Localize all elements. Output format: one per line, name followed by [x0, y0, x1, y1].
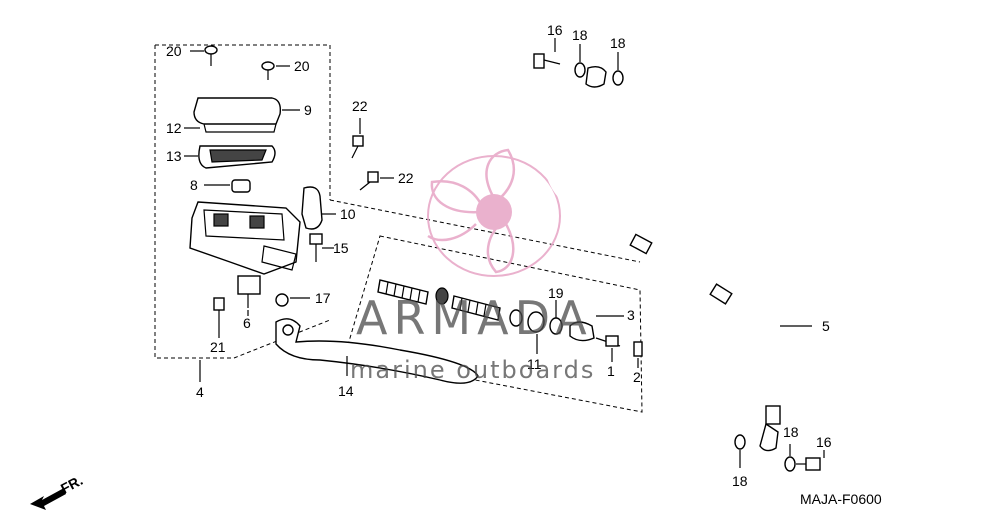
callout-20-lower: 20: [294, 58, 310, 74]
brake-switch: [237, 275, 261, 308]
watermark-brand: ARMADA: [356, 291, 593, 345]
callout-17: 17: [315, 290, 331, 306]
washer-18-lower-b: [784, 456, 796, 472]
diagram-code: MAJA-F0600: [800, 491, 882, 507]
boot-3: [569, 321, 595, 342]
watermark-tagline: marine outboards: [350, 356, 595, 384]
callout-16-upper: 16: [547, 22, 563, 38]
washer-18-lower-a: [734, 434, 746, 450]
reservoir-cap: [193, 97, 282, 133]
brake-lever: [275, 318, 479, 384]
callout-15: 15: [333, 240, 349, 256]
callout-8: 8: [190, 177, 198, 193]
callout-21: 21: [210, 339, 226, 355]
screw-17: [275, 293, 289, 307]
callout-12: 12: [166, 120, 182, 136]
bolt-22-lower: [359, 171, 379, 191]
callout-5: 5: [822, 318, 830, 334]
callout-4: 4: [196, 384, 204, 400]
callout-22-upper: 22: [352, 98, 368, 114]
callout-13: 13: [166, 148, 182, 164]
callout-20-upper: 20: [166, 43, 182, 59]
washer-18-upper-b: [612, 70, 624, 86]
callout-11: 11: [527, 356, 542, 372]
master-cylinder-body: [189, 201, 301, 275]
piston-cup: [435, 287, 449, 305]
screw-20-upper: [204, 45, 218, 66]
brake-hose: [544, 81, 783, 425]
float: [231, 179, 251, 193]
washer-11: [509, 309, 545, 333]
callout-9: 9: [304, 102, 312, 118]
armada-propeller-logo: [427, 148, 561, 277]
bolt-22-upper: [351, 135, 364, 159]
piston: [451, 295, 501, 321]
screw-20-lower: [261, 61, 275, 80]
diaphragm: [198, 145, 276, 169]
callout-22-lower: 22: [398, 170, 414, 186]
banjo-fitting-upper: [585, 65, 607, 88]
callout-3: 3: [627, 307, 635, 323]
nut-2: [633, 341, 643, 357]
screw-15: [309, 233, 323, 262]
callout-16-lower: 16: [816, 434, 832, 450]
callout-18-lower-a: 18: [732, 473, 748, 489]
banjo-fitting-lower: [759, 422, 779, 452]
callout-2: 2: [633, 369, 641, 385]
piston-spring: [377, 279, 429, 305]
washer-18-upper-a: [574, 62, 586, 78]
callout-18-upper-b: 18: [610, 35, 626, 51]
bolt-16-lower: [796, 457, 821, 471]
front-direction-arrow: [30, 488, 66, 510]
bolt-16-upper: [533, 53, 561, 69]
bolt-21: [213, 297, 225, 330]
clamp-bracket: [301, 186, 323, 230]
callout-1: 1: [607, 363, 615, 379]
callout-18-lower-b: 18: [783, 424, 799, 440]
callout-10: 10: [340, 206, 356, 222]
callout-6: 6: [243, 315, 251, 331]
push-rod-1: [595, 335, 621, 347]
callout-19: 19: [548, 285, 564, 301]
piston-kit-group-box: [344, 235, 643, 413]
callout-18-upper-a: 18: [572, 27, 588, 43]
callout-14: 14: [338, 383, 354, 399]
